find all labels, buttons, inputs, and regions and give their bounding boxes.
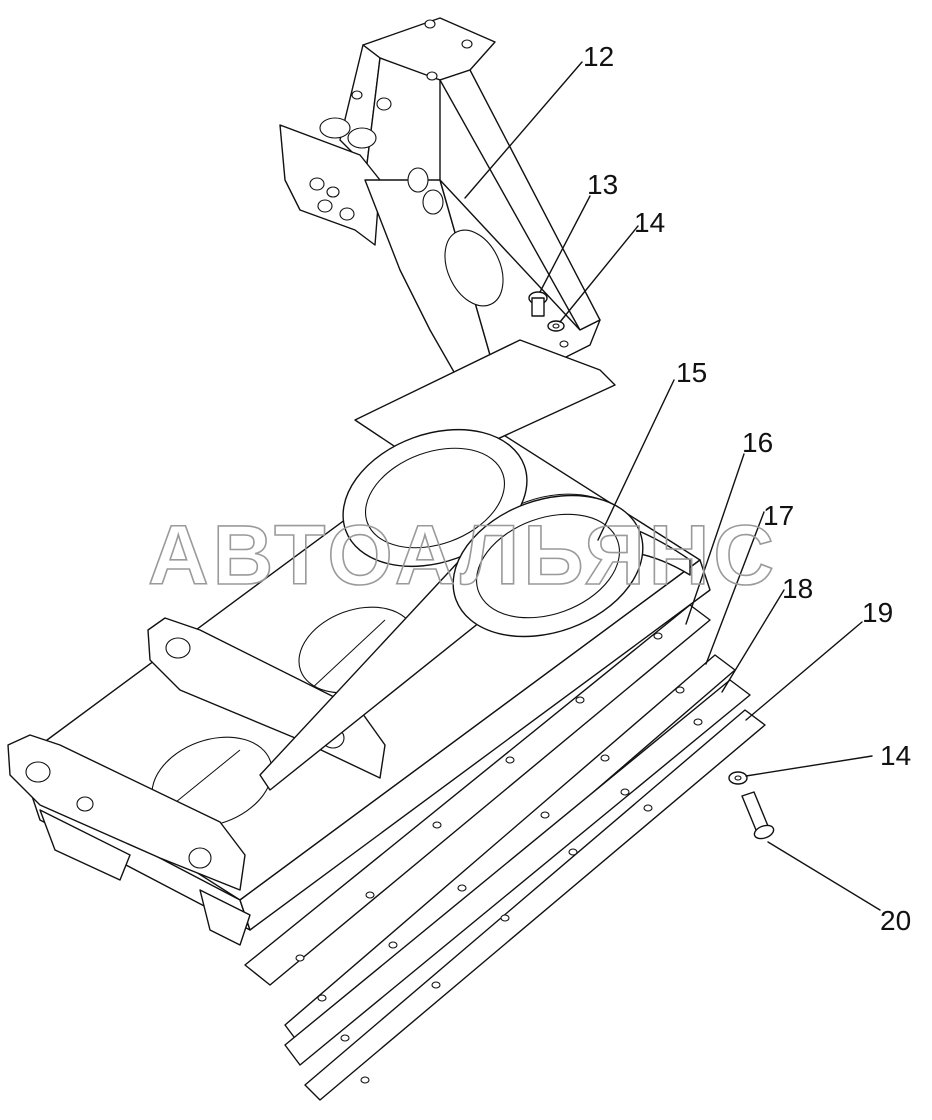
callout-14-upper: 14	[634, 207, 665, 238]
bolt-part-20	[741, 791, 775, 840]
callout-20: 20	[880, 905, 911, 936]
callout-16: 16	[742, 427, 773, 458]
callout-15: 15	[676, 357, 707, 388]
ring-washer-part-15	[342, 428, 644, 638]
watermark: АВТОАЛЬЯНС	[148, 508, 778, 602]
washer-part-14-upper	[547, 320, 565, 332]
callout-14-lower: 14	[880, 740, 911, 771]
bolt-part-13	[528, 291, 548, 317]
callout-17: 17	[763, 500, 794, 531]
leader-lines	[464, 61, 881, 911]
plate-holes	[295, 632, 703, 1084]
plate-part-16	[244, 604, 711, 986]
upper-bracket-part-12	[279, 17, 601, 401]
callout-13: 13	[587, 169, 618, 200]
callout-12: 12	[583, 41, 614, 72]
callout-19: 19	[862, 597, 893, 628]
callout-18: 18	[782, 573, 813, 604]
callout-labels: 12 13 14 15 16 17 18 19 14 20	[583, 41, 911, 936]
plate-part-18	[284, 679, 751, 1066]
washer-part-14-lower	[728, 771, 748, 785]
